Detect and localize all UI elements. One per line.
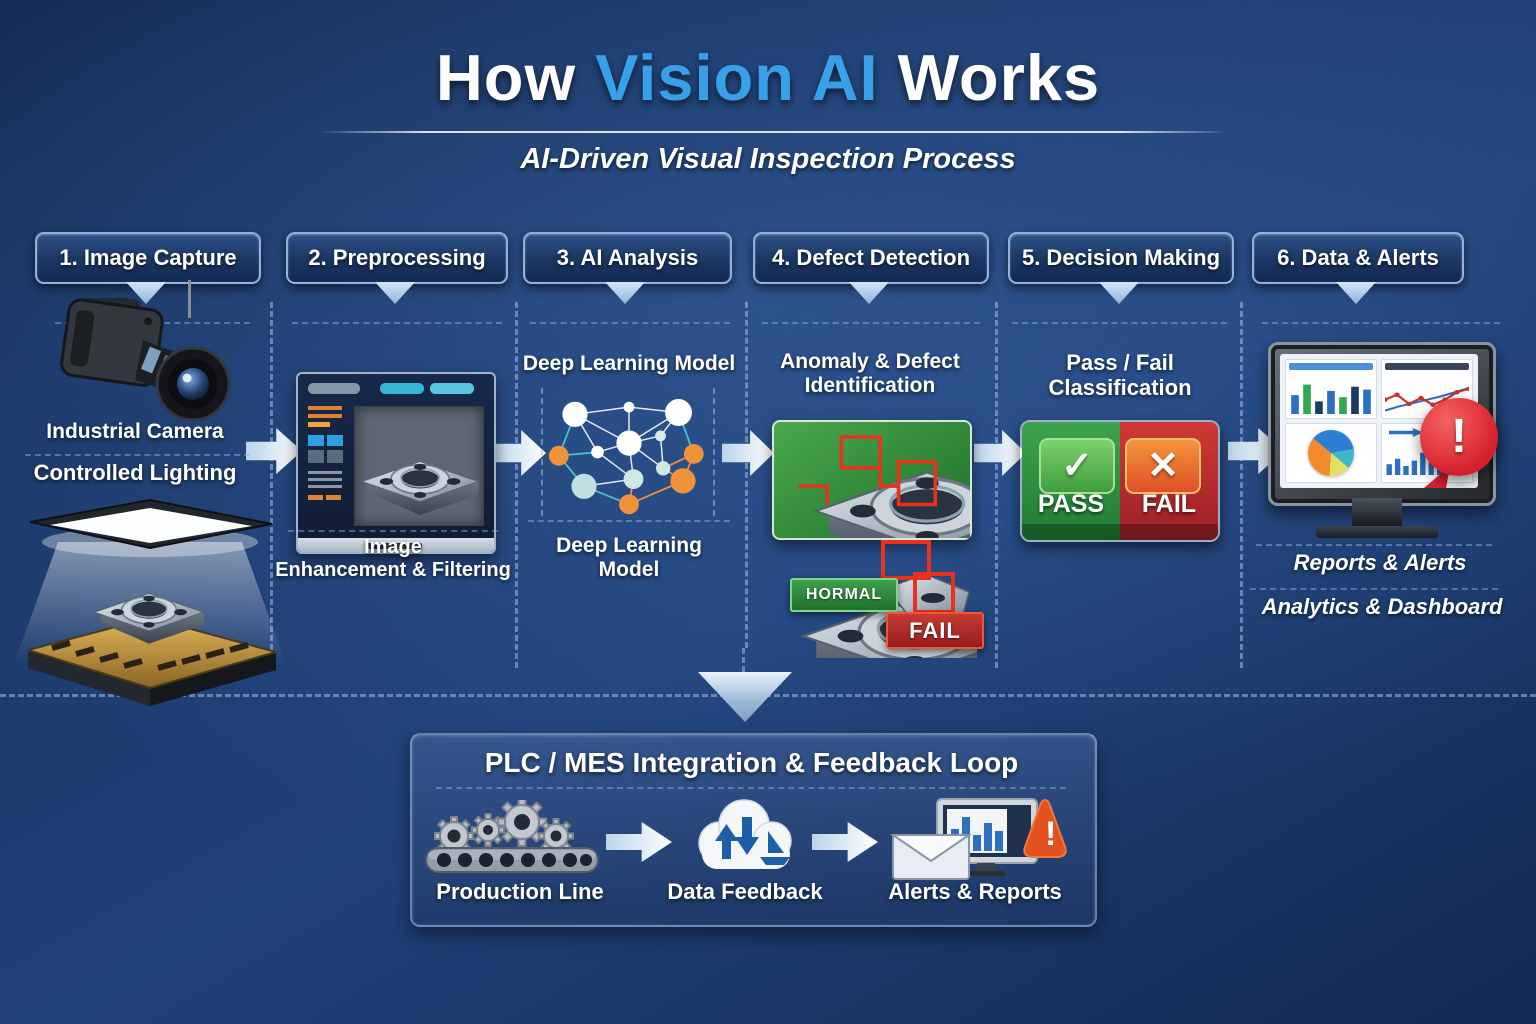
- feedback-loop-title: PLC / MES Integration & Feedback Loop: [484, 747, 1019, 778]
- page-title: How Vision AI Works: [0, 40, 1536, 115]
- column-divider: [745, 302, 748, 648]
- nn-frame-dash: [541, 388, 543, 516]
- nn-frame-dash: [713, 388, 715, 516]
- monitor-stand: [1352, 498, 1402, 528]
- caption-divider: [25, 454, 250, 456]
- column-top-dash: [1262, 322, 1500, 324]
- title-highlight-vision-ai: Vision AI: [595, 41, 879, 114]
- caption-divider: [1256, 544, 1492, 546]
- lighting-rig-icon: [14, 498, 286, 706]
- pointer-triangle-icon: [849, 282, 889, 304]
- column-top-dash: [1012, 322, 1227, 324]
- panel-divider: [436, 787, 1066, 789]
- caption-divider: [528, 520, 730, 522]
- monitor-bezel: [298, 538, 494, 552]
- pointer-triangle-icon: [1336, 282, 1376, 304]
- trend-arrow-icon: [1389, 428, 1423, 437]
- card-bottom-strip: [1022, 524, 1218, 540]
- warning-exclamation: !: [1045, 815, 1056, 853]
- step-header-decision-making: 5. Decision Making: [1008, 232, 1234, 284]
- preprocessing-caption: Image Enhancement & Filtering: [275, 536, 511, 581]
- step-header-defect-detection: 4. Defect Detection: [753, 232, 989, 284]
- line-chart-icon: [1385, 386, 1469, 412]
- caption-divider: [1250, 588, 1498, 590]
- anomaly-defect-title: Anomaly & Defect Identification: [780, 350, 960, 398]
- fail-tag: FAIL: [886, 612, 984, 649]
- mail-monitor-warning-icon: !: [889, 798, 1067, 880]
- controlled-lighting-label: Controlled Lighting: [33, 460, 237, 485]
- column-top-dash: [530, 322, 730, 324]
- pass-fail-title: Pass / Fail Classification: [1048, 350, 1192, 401]
- step-header-ai-analysis: 3. AI Analysis: [523, 232, 732, 284]
- step-header-preprocessing: 2. Preprocessing: [286, 232, 508, 284]
- flange-part-icon: [355, 407, 483, 525]
- software-sidebar: [308, 406, 348, 500]
- alert-badge-icon: !: [1420, 398, 1498, 476]
- column-divider: [995, 302, 998, 668]
- camera-cable: [188, 280, 191, 318]
- x-icon: ✕: [1125, 438, 1201, 494]
- arrow-down-icon: [698, 672, 792, 722]
- step-header-image-capture: 1. Image Capture: [35, 232, 261, 284]
- check-icon: ✓: [1039, 438, 1115, 494]
- pointer-triangle-icon: [1099, 282, 1139, 304]
- arrow-right-icon: [722, 430, 774, 476]
- column-divider: [515, 302, 518, 668]
- inspection-image-view: [354, 406, 484, 526]
- industrial-camera-label: Industrial Camera: [46, 420, 224, 443]
- arrow-right-icon: [492, 430, 546, 476]
- pie-chart-icon: [1308, 430, 1354, 476]
- toolbar-pill: [430, 383, 474, 394]
- alerts-reports-label: Alerts & Reports: [888, 879, 1062, 904]
- column-top-dash: [292, 322, 502, 324]
- defect-inspection-panel: [772, 420, 972, 540]
- preprocessing-monitor-icon: [296, 372, 496, 554]
- bar-chart-icon: [1291, 384, 1371, 414]
- arrow-right-icon: [974, 430, 1026, 476]
- industrial-camera-icon: [60, 298, 231, 422]
- pointer-triangle-icon: [375, 282, 415, 304]
- software-toolbar: [308, 381, 484, 396]
- column-divider: [1240, 302, 1243, 668]
- neural-network-icon: [548, 399, 704, 515]
- flange-part-icon: [798, 435, 970, 538]
- column-top-dash: [762, 322, 980, 324]
- step-header-data-alerts: 6. Data & Alerts: [1252, 232, 1464, 284]
- cloud-sync-icon: [698, 799, 792, 869]
- data-feedback-label: Data Feedback: [667, 879, 823, 904]
- production-line-label: Production Line: [436, 879, 604, 904]
- gears-conveyor-icon: [425, 800, 599, 873]
- analytics-dashboard-label: Analytics & Dashboard: [1261, 594, 1503, 619]
- pass-fail-card: ✓ ✕ PASS FAIL: [1020, 420, 1220, 542]
- pass-label: PASS: [1037, 490, 1105, 518]
- toolbar-pill: [308, 383, 360, 394]
- page-subtitle: AI-Driven Visual Inspection Process: [520, 143, 1016, 175]
- title-word-how: How: [435, 41, 577, 114]
- bar-chart-card: [1285, 359, 1377, 419]
- deep-learning-model-top-label: Deep Learning Model: [522, 352, 736, 375]
- caption-divider: [288, 530, 498, 532]
- pie-chart-card: [1285, 423, 1377, 483]
- fail-label: FAIL: [1141, 490, 1197, 518]
- deep-learning-model-bottom-label: Deep Learning Model: [556, 534, 702, 582]
- pointer-triangle-icon: [605, 282, 645, 304]
- down-connector-dash: [742, 648, 745, 672]
- title-word-works: Works: [897, 41, 1101, 114]
- toolbar-pill: [380, 383, 424, 394]
- title-divider: [318, 131, 1230, 133]
- normal-tag: HORMAL: [790, 578, 898, 612]
- reports-alerts-label: Reports & Alerts: [1293, 550, 1467, 575]
- column-divider: [270, 302, 273, 668]
- monitor-base: [1316, 526, 1438, 538]
